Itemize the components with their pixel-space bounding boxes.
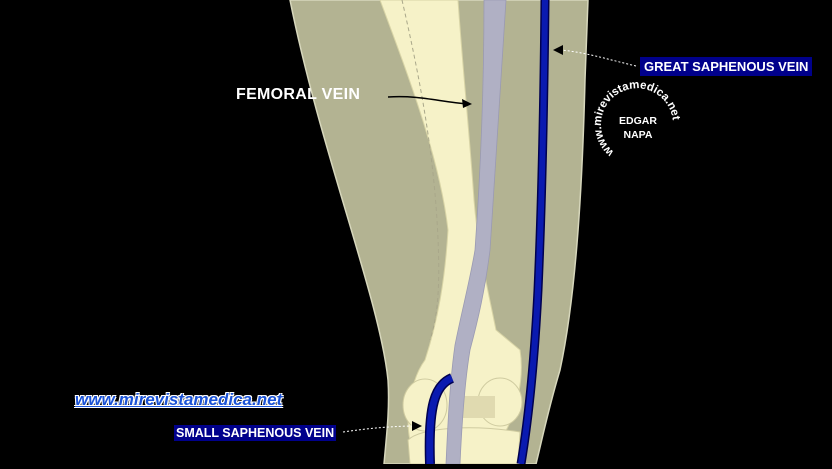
femoral-vein-pointer-arrow	[387, 95, 469, 105]
website-link[interactable]: www.mirevistamedica.net	[75, 390, 283, 409]
great-saphenous-arrowhead	[553, 45, 563, 55]
tibia-bone	[407, 427, 521, 465]
seal-name-line1: EDGAR	[619, 115, 657, 127]
small-saphenous-arrowhead	[412, 421, 422, 431]
great-saphenous-vein-label: GREAT SAPHENOUS VEIN	[640, 57, 813, 76]
knee-joint-space	[455, 396, 495, 418]
femoral-vein-arrowhead	[462, 99, 472, 108]
great-saphenous-vein-fill	[518, 0, 548, 465]
small-saphenous-vein-fill	[426, 374, 454, 465]
author-seal: www.mirevistamedica.net EDGAR NAPA	[592, 79, 682, 159]
femoral-vein-label: FEMORAL VEIN	[236, 86, 361, 103]
seal-name-line2: NAPA	[624, 129, 653, 141]
femur-outline-dashed	[401, 0, 440, 341]
small-saphenous-vein-label: SMALL SAPHENOUS VEIN	[174, 425, 337, 441]
